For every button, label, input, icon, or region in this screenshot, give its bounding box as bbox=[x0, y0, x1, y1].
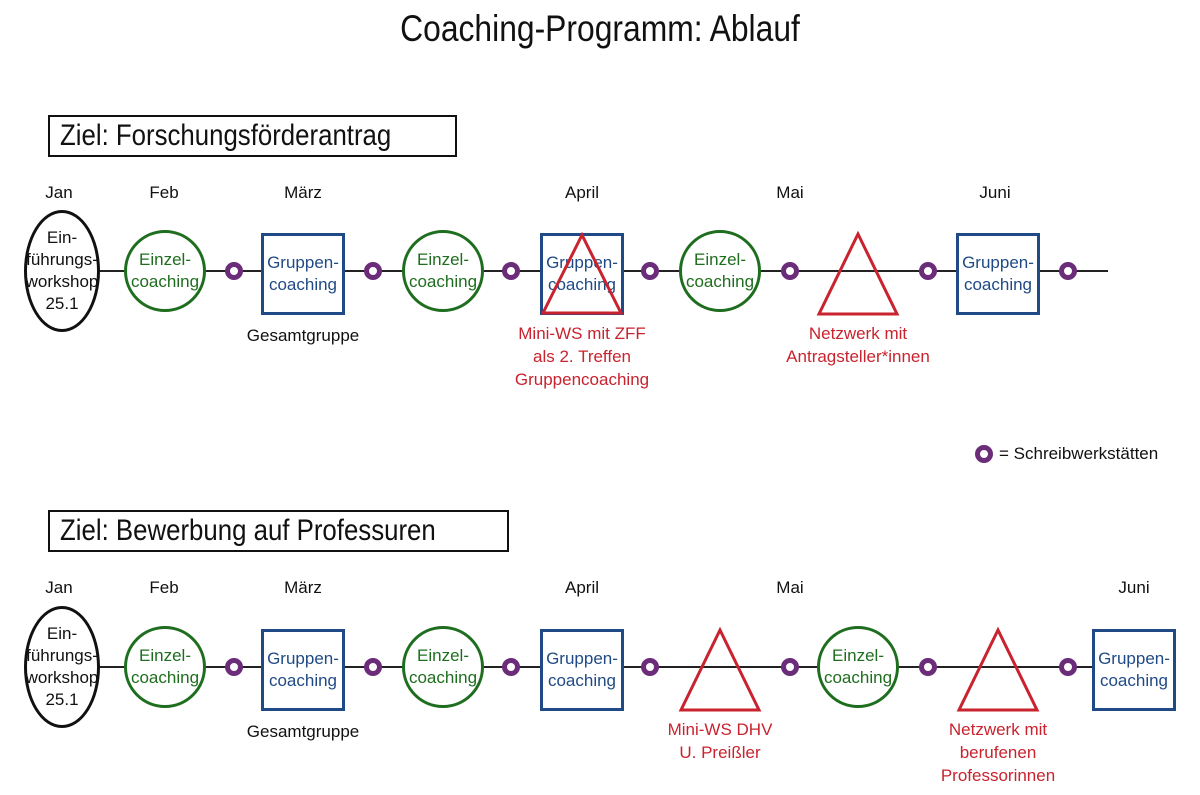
month-label: Mai bbox=[776, 578, 804, 597]
network-triangle-icon bbox=[816, 230, 900, 316]
writing-workshop-dot-icon[interactable] bbox=[781, 262, 799, 280]
legend: = Schreibwerkstätten bbox=[975, 444, 1158, 464]
writing-workshop-dot-icon[interactable] bbox=[364, 658, 382, 676]
goal-label: Ziel: Bewerbung auf Professuren bbox=[48, 510, 509, 552]
individual-coaching-node[interactable]: Einzel-coaching bbox=[817, 626, 899, 708]
individual-coaching-node[interactable]: Einzel-coaching bbox=[124, 230, 206, 312]
month-label: März bbox=[284, 578, 322, 597]
month-label: Juni bbox=[1118, 578, 1150, 597]
writing-workshop-dot-icon[interactable] bbox=[225, 658, 243, 676]
month-label: Jan bbox=[45, 578, 73, 597]
group-coaching-node[interactable]: Gruppen-coaching bbox=[956, 233, 1040, 315]
group-coaching-node[interactable]: Gruppen-coaching bbox=[540, 629, 624, 711]
network-triangle-icon bbox=[678, 626, 762, 712]
month-label: Juni bbox=[979, 183, 1011, 202]
network-triangle-icon-shape bbox=[678, 626, 762, 712]
month-label: Feb bbox=[149, 183, 179, 202]
writing-workshop-dot-icon[interactable] bbox=[502, 658, 520, 676]
individual-coaching-node[interactable]: Einzel-coaching bbox=[679, 230, 761, 312]
month-label: Mai bbox=[776, 183, 804, 202]
writing-workshop-dot-icon[interactable] bbox=[919, 658, 937, 676]
month-label: Jan bbox=[45, 183, 73, 202]
writing-workshop-dot-icon[interactable] bbox=[225, 262, 243, 280]
network-triangle-icon bbox=[956, 626, 1040, 712]
individual-coaching-node[interactable]: Einzel-coaching bbox=[124, 626, 206, 708]
group-coaching-node[interactable]: Gruppen-coaching bbox=[1092, 629, 1176, 711]
writing-workshop-dot-icon[interactable] bbox=[641, 658, 659, 676]
month-label: April bbox=[564, 578, 600, 597]
writing-workshop-dot-icon[interactable] bbox=[1059, 262, 1077, 280]
mini-workshop-triangle-icon-shape bbox=[540, 231, 624, 315]
month-label: März bbox=[284, 183, 322, 202]
individual-coaching-node[interactable]: Einzel-coaching bbox=[402, 626, 484, 708]
network-triangle-icon-shape bbox=[956, 626, 1040, 712]
legend-label: = Schreibwerkstätten bbox=[999, 444, 1159, 463]
writing-workshop-dot-icon[interactable] bbox=[641, 262, 659, 280]
writing-workshop-dot-icon[interactable] bbox=[781, 658, 799, 676]
writing-workshop-dot-icon[interactable] bbox=[919, 262, 937, 280]
group-coaching-node[interactable]: Gruppen-coaching bbox=[261, 233, 345, 315]
writing-workshop-dot-icon bbox=[975, 445, 993, 463]
goal-label: Ziel: Forschungsförderantrag bbox=[48, 115, 458, 157]
node-caption: Gesamtgruppe bbox=[246, 326, 360, 345]
writing-workshop-dot-icon[interactable] bbox=[364, 262, 382, 280]
writing-workshop-dot-icon[interactable] bbox=[502, 262, 520, 280]
mini-workshop-triangle-icon bbox=[540, 231, 624, 315]
writing-workshop-dot-icon[interactable] bbox=[1059, 658, 1077, 676]
individual-coaching-node[interactable]: Einzel-coaching bbox=[402, 230, 484, 312]
network-triangle-icon-shape bbox=[816, 230, 900, 316]
goal-text: Ziel: Bewerbung auf Professuren bbox=[60, 514, 436, 547]
month-label: April bbox=[564, 183, 600, 202]
group-coaching-node[interactable]: Gruppen-coaching bbox=[261, 629, 345, 711]
node-caption: Gesamtgruppe bbox=[246, 722, 360, 741]
month-label: Feb bbox=[149, 578, 179, 597]
page-title: Coaching-Programm: Ablauf bbox=[400, 8, 800, 49]
goal-text: Ziel: Forschungsförderantrag bbox=[60, 119, 392, 152]
